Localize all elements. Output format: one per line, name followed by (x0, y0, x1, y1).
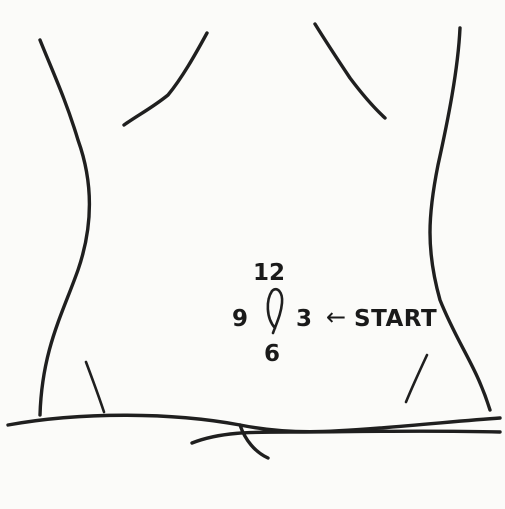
clock-label-9: 9 (232, 308, 248, 331)
right-rib-line (315, 24, 385, 118)
clock-label-3: 3 (296, 308, 312, 331)
waistline-lower (192, 431, 500, 443)
left-hip-crease (86, 362, 104, 412)
right-torso-contour (430, 28, 490, 410)
left-rib-line (124, 33, 207, 125)
left-arrow-icon: ← (326, 305, 346, 329)
start-label: START (354, 308, 437, 331)
clock-label-6: 6 (264, 343, 280, 366)
clock-label-12: 12 (253, 262, 285, 285)
navel (268, 289, 282, 333)
left-torso-contour (40, 40, 89, 415)
waistline-upper (8, 415, 500, 432)
right-hip-crease (406, 355, 427, 402)
